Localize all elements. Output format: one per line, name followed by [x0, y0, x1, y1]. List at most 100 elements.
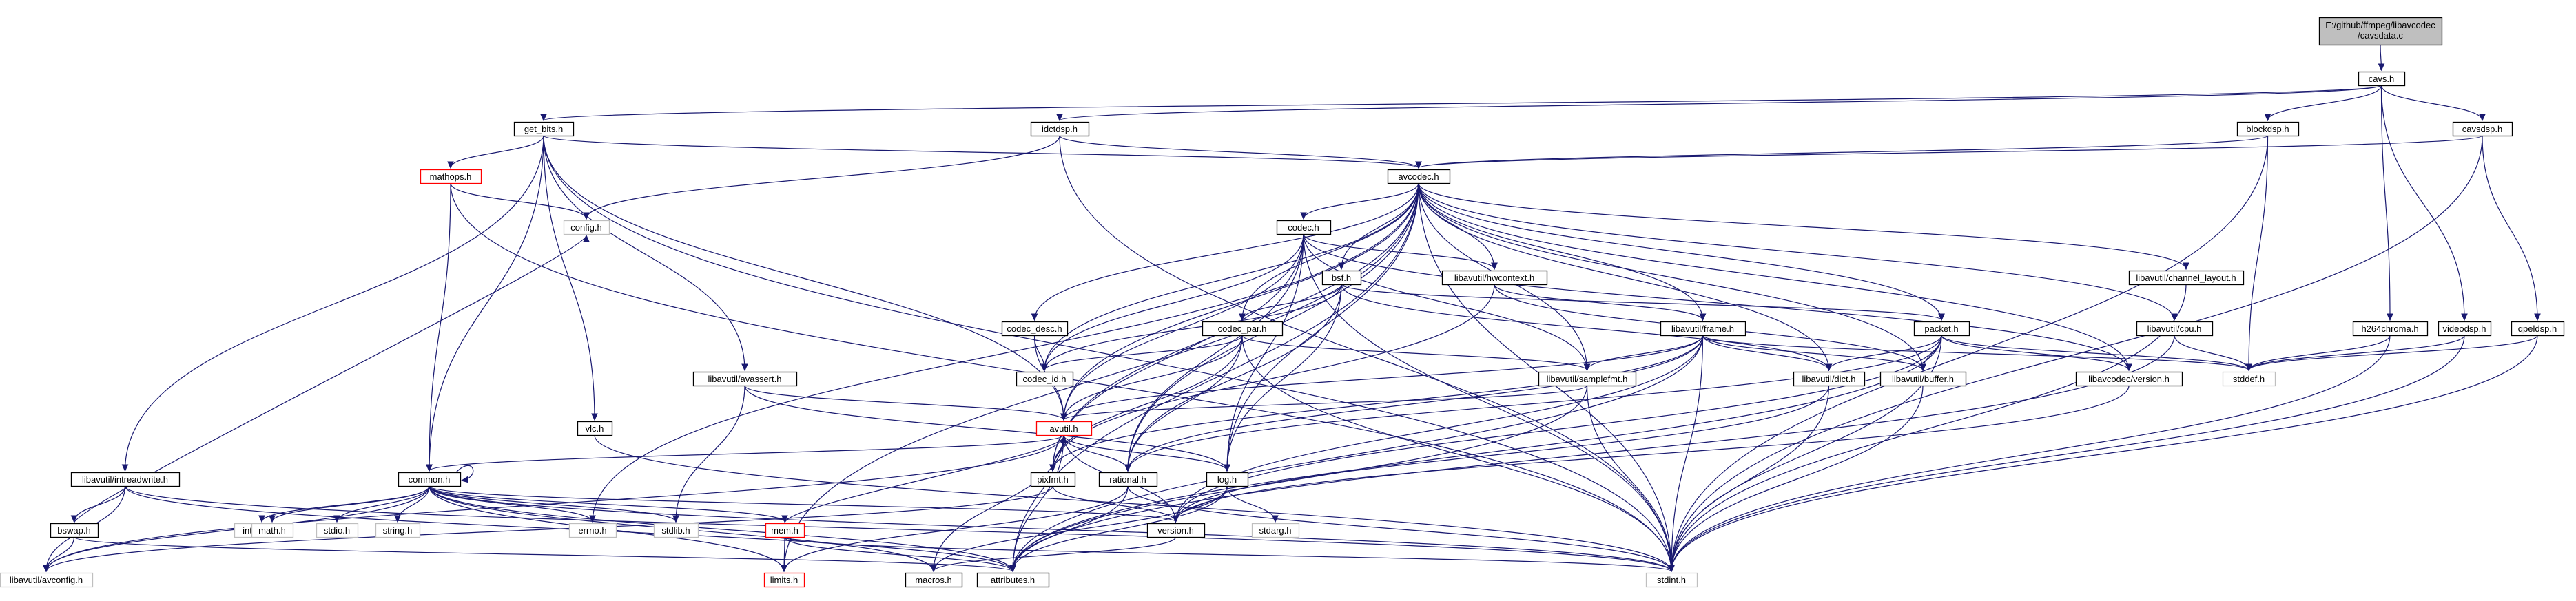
node-packet[interactable]: packet.h [1913, 321, 1970, 337]
node-videodsp[interactable]: videodsp.h [2438, 321, 2492, 337]
node-box [2438, 321, 2492, 337]
node-blockdsp[interactable]: blockdsp.h [2236, 121, 2300, 137]
edge-cavsdsp-to-avcodec [1419, 135, 2483, 168]
edge-root-to-cavs [2380, 44, 2382, 70]
node-version[interactable]: version.h [1146, 523, 1206, 538]
edge-hwcontext-to-frame [1494, 284, 1703, 320]
node-get-bits[interactable]: get_bits.h [513, 121, 575, 137]
node-avassert[interactable]: libavutil/avassert.h [692, 371, 798, 387]
edge-bswap-to-avconfig [46, 536, 75, 571]
node-avutil[interactable]: avutil.h [1035, 421, 1093, 436]
node-config[interactable]: config.h [563, 220, 610, 235]
node-codec-desc[interactable]: codec_desc.h [1001, 321, 1069, 337]
node-label: libavutil/avassert.h [708, 374, 782, 384]
edge-common-to-common [455, 465, 474, 481]
edge-intreadwrite-to-bswap [74, 485, 126, 522]
node-box [568, 523, 617, 538]
node-stddef[interactable]: stddef.h [2222, 371, 2276, 387]
edge-intreadwrite-to-stdint [124, 485, 1672, 571]
node-common[interactable]: common.h [398, 472, 462, 487]
node-stdarg[interactable]: stdarg.h [1251, 523, 1300, 538]
node-root[interactable]: E:/github/ffmpeg/libavcodec/cavsdata.c [2318, 17, 2443, 46]
node-channel-layout[interactable]: libavutil/channel_layout.h [2128, 270, 2245, 286]
node-label: common.h [409, 474, 451, 485]
node-label: version.h [1157, 525, 1194, 536]
node-macros[interactable]: macros.h [905, 572, 963, 588]
node-label: libavutil/dict.h [1802, 374, 1855, 384]
node-rational[interactable]: rational.h [1098, 472, 1158, 487]
node-idctdsp[interactable]: idctdsp.h [1030, 121, 1090, 137]
edge-avutil-to-log [1063, 434, 1227, 471]
node-attributes[interactable]: attributes.h [976, 572, 1050, 588]
node-stdint[interactable]: stdint.h [1645, 572, 1698, 588]
edge-cavs-to-get_bits [544, 85, 2382, 120]
node-label: /cavsdata.c [2358, 30, 2403, 41]
edge-avcodec-to-dict [1418, 182, 1829, 370]
node-box [692, 371, 798, 387]
node-codec-par[interactable]: codec_par.h [1202, 321, 1284, 337]
node-label: vlc.h [586, 423, 604, 434]
node-samplefmt[interactable]: libavutil/samplefmt.h [1538, 371, 1637, 387]
node-box [50, 523, 99, 538]
node-label: rational.h [1109, 474, 1146, 485]
edge-codec_par-to-avutil [1064, 335, 1243, 420]
edge-packet-to-stdint [1671, 335, 1942, 571]
node-codec-id[interactable]: codec_id.h [1016, 371, 1074, 387]
edge-log-to-attributes [1013, 485, 1228, 571]
edge-frame-to-rational [1128, 335, 1704, 471]
node-mem[interactable]: mem.h [765, 523, 805, 538]
node-avconfig[interactable]: libavutil/avconfig.h [0, 572, 94, 588]
edge-blockdsp-to-stdint [1671, 135, 2269, 571]
node-label: macros.h [915, 575, 951, 585]
node-mathops[interactable]: mathops.h [420, 169, 482, 184]
edge-bswap-to-config [73, 235, 587, 524]
node-box [1660, 321, 1746, 337]
edge-codec-to-log [1227, 233, 1304, 471]
node-buffer[interactable]: libavutil/buffer.h [1879, 371, 1967, 387]
node-box [1387, 169, 1451, 184]
node-label: bswap.h [57, 525, 90, 536]
edge-bsf-to-rational [1128, 284, 1342, 471]
node-label: mathops.h [430, 171, 472, 182]
node-bsf[interactable]: bsf.h [1321, 270, 1362, 286]
node-intreadwrite[interactable]: libavutil/intreadwrite.h [70, 472, 181, 487]
edge-get_bits-to-stdint [543, 135, 1671, 571]
edge-h264chroma-to-stddef [2249, 335, 2391, 370]
edge-avassert-to-avutil [744, 385, 1064, 420]
edge-pixfmt-to-avconfig [46, 485, 1053, 571]
node-label: packet.h [1924, 324, 1958, 334]
edge-codec-to-rational [1128, 233, 1304, 471]
node-qpeldsp[interactable]: qpeldsp.h [2511, 321, 2565, 337]
node-vlc[interactable]: vlc.h [577, 421, 613, 436]
edge-bsf-to-dict [1341, 284, 1829, 370]
node-avcodec[interactable]: avcodec.h [1387, 169, 1451, 184]
node-codec[interactable]: codec.h [1276, 220, 1332, 235]
node-dict[interactable]: libavutil/dict.h [1793, 371, 1866, 387]
node-cavs[interactable]: cavs.h [2358, 71, 2406, 87]
node-stdlib[interactable]: stdlib.h [653, 523, 699, 538]
node-h264chroma[interactable]: h264chroma.h [2352, 321, 2429, 337]
node-frame[interactable]: libavutil/frame.h [1660, 321, 1746, 337]
node-errno[interactable]: errno.h [568, 523, 617, 538]
node-avc-version[interactable]: libavcodec/version.h [2075, 371, 2183, 387]
edge-packet-to-stddef [1941, 335, 2249, 370]
node-log[interactable]: log.h [1206, 472, 1249, 487]
node-cavsdsp[interactable]: cavsdsp.h [2452, 121, 2513, 137]
edge-mathops-to-common [429, 182, 451, 471]
edge-cavs-to-idctdsp [1060, 85, 2382, 120]
node-label: codec_desc.h [1007, 324, 1062, 334]
node-label: bsf.h [1332, 273, 1351, 283]
node-limits[interactable]: limits.h [763, 572, 805, 588]
node-box [653, 523, 699, 538]
node-hwcontext[interactable]: libavutil/hwcontext.h [1441, 270, 1548, 286]
node-cpu[interactable]: libavutil/cpu.h [2136, 321, 2214, 337]
node-stdio[interactable]: stdio.h [316, 523, 359, 538]
node-bswap[interactable]: bswap.h [50, 523, 99, 538]
node-box [976, 572, 1050, 588]
node-label: libavutil/frame.h [1671, 324, 1734, 334]
node-string[interactable]: string.h [375, 523, 421, 538]
node-pixfmt[interactable]: pixfmt.h [1030, 472, 1076, 487]
node-box [1206, 472, 1249, 487]
node-label: stdarg.h [1259, 525, 1292, 536]
node-math[interactable]: math.h [251, 523, 294, 538]
